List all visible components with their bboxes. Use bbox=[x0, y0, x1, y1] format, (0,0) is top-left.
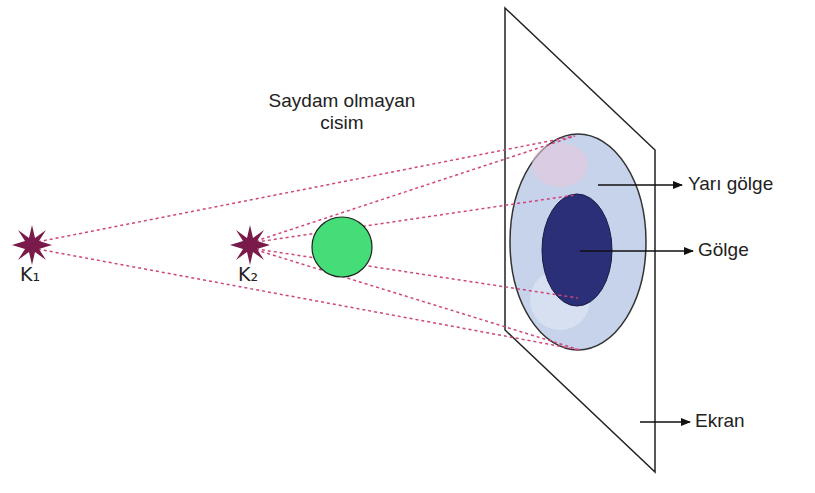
penumbra-shade bbox=[532, 143, 588, 187]
umbra-label: Gölge bbox=[698, 239, 749, 261]
light-source bbox=[230, 225, 270, 265]
source-label: K₂ bbox=[238, 264, 258, 286]
penumbra-label: Yarı gölge bbox=[688, 173, 773, 195]
screen bbox=[505, 8, 655, 472]
leader-arrow bbox=[580, 185, 693, 422]
light-source bbox=[12, 225, 52, 265]
screen-label: Ekran bbox=[695, 410, 745, 432]
object-label: Saydam olmayan cisim bbox=[267, 90, 417, 134]
source-label: K₁ bbox=[20, 264, 40, 286]
penumbra bbox=[510, 134, 646, 350]
light-rays bbox=[32, 136, 580, 350]
opaque-object bbox=[312, 217, 372, 277]
umbra bbox=[542, 194, 612, 306]
